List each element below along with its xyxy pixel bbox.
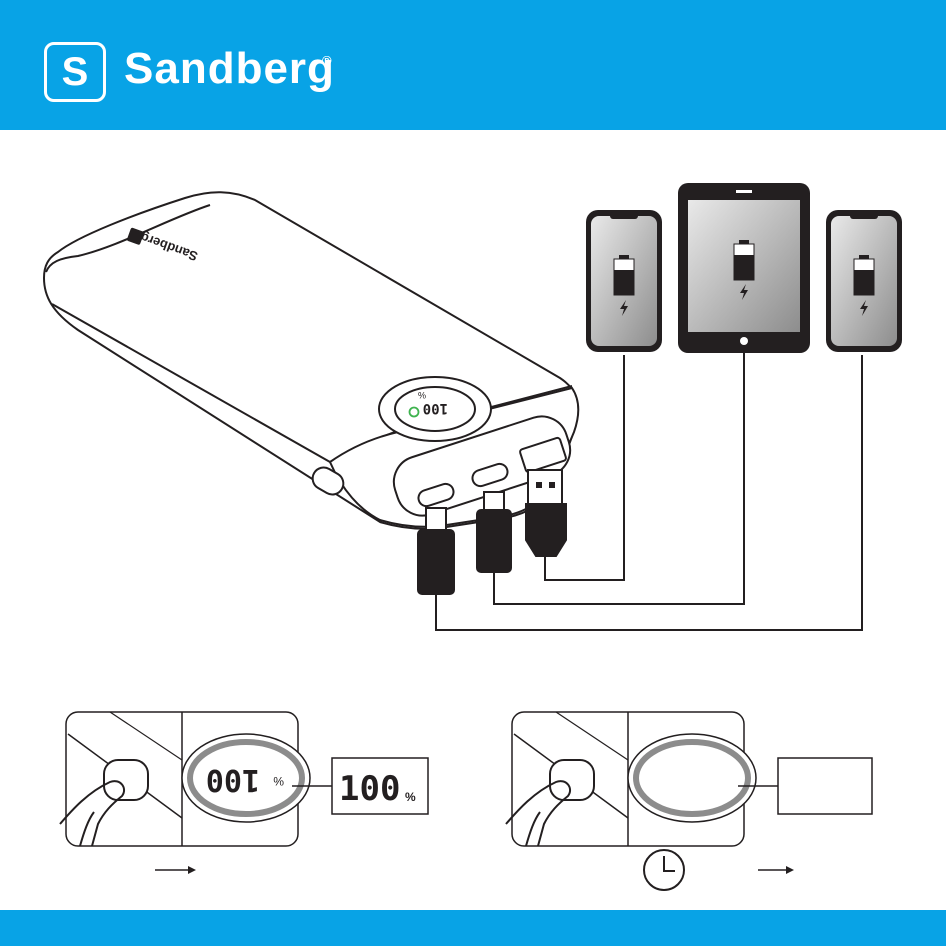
phone-right [826, 210, 902, 352]
panel-2-button [550, 760, 594, 800]
brand-badge-letter: S [47, 45, 103, 99]
panel-1-lcd-value: 100 [206, 762, 260, 797]
cable-3-usba-tip [528, 470, 562, 506]
powerbank-lcd-value: 100 [423, 400, 448, 416]
panel-1-button [104, 760, 148, 800]
registered-mark: ® [322, 53, 332, 68]
step-1-panel: 100 % 100 % [60, 712, 428, 874]
clock-icon [644, 850, 684, 890]
footer-bar [0, 910, 946, 946]
step-2-panel [506, 712, 872, 890]
arrow-right-icon [758, 866, 794, 874]
cable-2-usbc-plug [477, 510, 511, 572]
result-display-unit: % [405, 790, 416, 804]
phone-left [586, 210, 662, 352]
cable-3-usba-plug [526, 504, 566, 556]
power-bank [44, 192, 578, 529]
header-bar: S Sandberg ® [0, 0, 946, 130]
panel-1-lcd-unit: % [273, 774, 284, 788]
tablet [678, 183, 810, 353]
usage-diagram: 100 % Sandberg [0, 130, 946, 910]
result-display-value: 100 [339, 769, 400, 809]
brand-logo-wordmark: Sandberg [124, 44, 335, 94]
result-display-off [778, 758, 872, 814]
cable-1-usbc-tip [426, 508, 446, 532]
arrow-right-icon [155, 866, 196, 874]
brand-logo-badge: S [44, 42, 106, 102]
cable-1-usbc-plug [418, 530, 454, 594]
powerbank-lcd-unit: % [418, 390, 426, 400]
